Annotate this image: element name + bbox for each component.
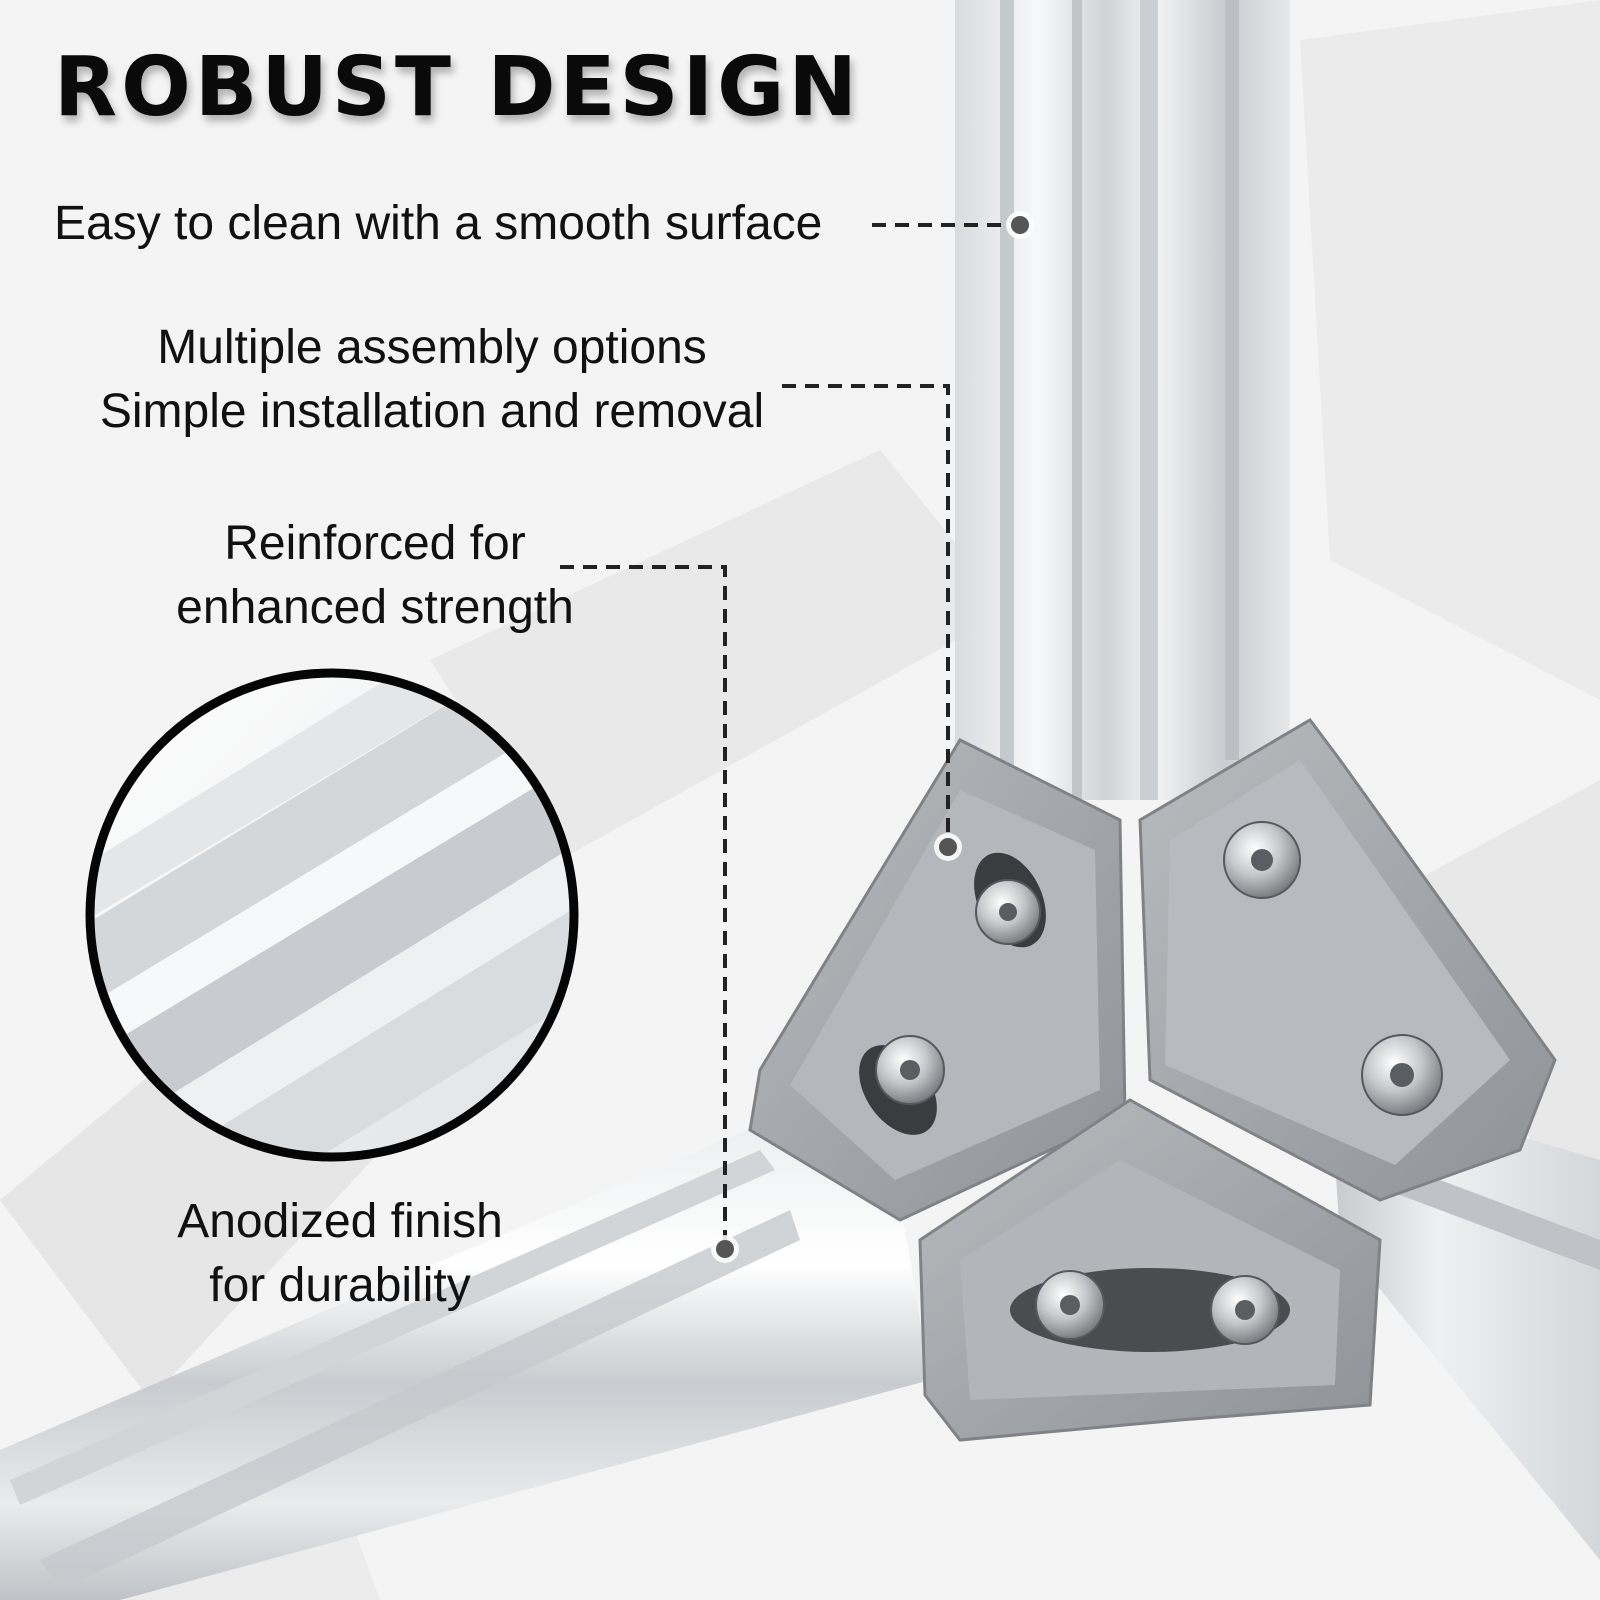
callout-surface-text: Easy to clean with a smooth surface bbox=[54, 197, 823, 250]
corner-bracket-left bbox=[748, 738, 1127, 1222]
corner-bracket-right bbox=[1138, 718, 1557, 1202]
callout-finish-line-2: for durability bbox=[209, 1259, 471, 1312]
corner-bracket-bottom bbox=[918, 1098, 1382, 1442]
callout-assembly-line-1: Multiple assembly options bbox=[157, 321, 707, 374]
callout-smooth-surface: Easy to clean with a smooth surface bbox=[54, 192, 822, 256]
callout-strength-line-2: enhanced strength bbox=[176, 581, 574, 634]
callout-finish-line-1: Anodized finish bbox=[177, 1195, 503, 1248]
leader-line-assembly bbox=[782, 384, 962, 861]
callout-assembly: Multiple assembly options Simple install… bbox=[72, 316, 792, 444]
vertical-aluminum-rail bbox=[955, 0, 1290, 800]
callout-assembly-line-2: Simple installation and removal bbox=[99, 385, 765, 438]
zoom-circle-detail bbox=[85, 668, 579, 1162]
callout-finish: Anodized finish for durability bbox=[150, 1190, 530, 1318]
callout-strength: Reinforced for enhanced strength bbox=[160, 512, 590, 640]
headline-title: ROBUST DESIGN bbox=[54, 40, 862, 135]
callout-strength-line-1: Reinforced for bbox=[224, 517, 526, 570]
leader-line-strength bbox=[560, 565, 739, 1263]
leader-line-surface bbox=[872, 211, 1034, 239]
left-aluminum-rail bbox=[0, 1120, 930, 1600]
